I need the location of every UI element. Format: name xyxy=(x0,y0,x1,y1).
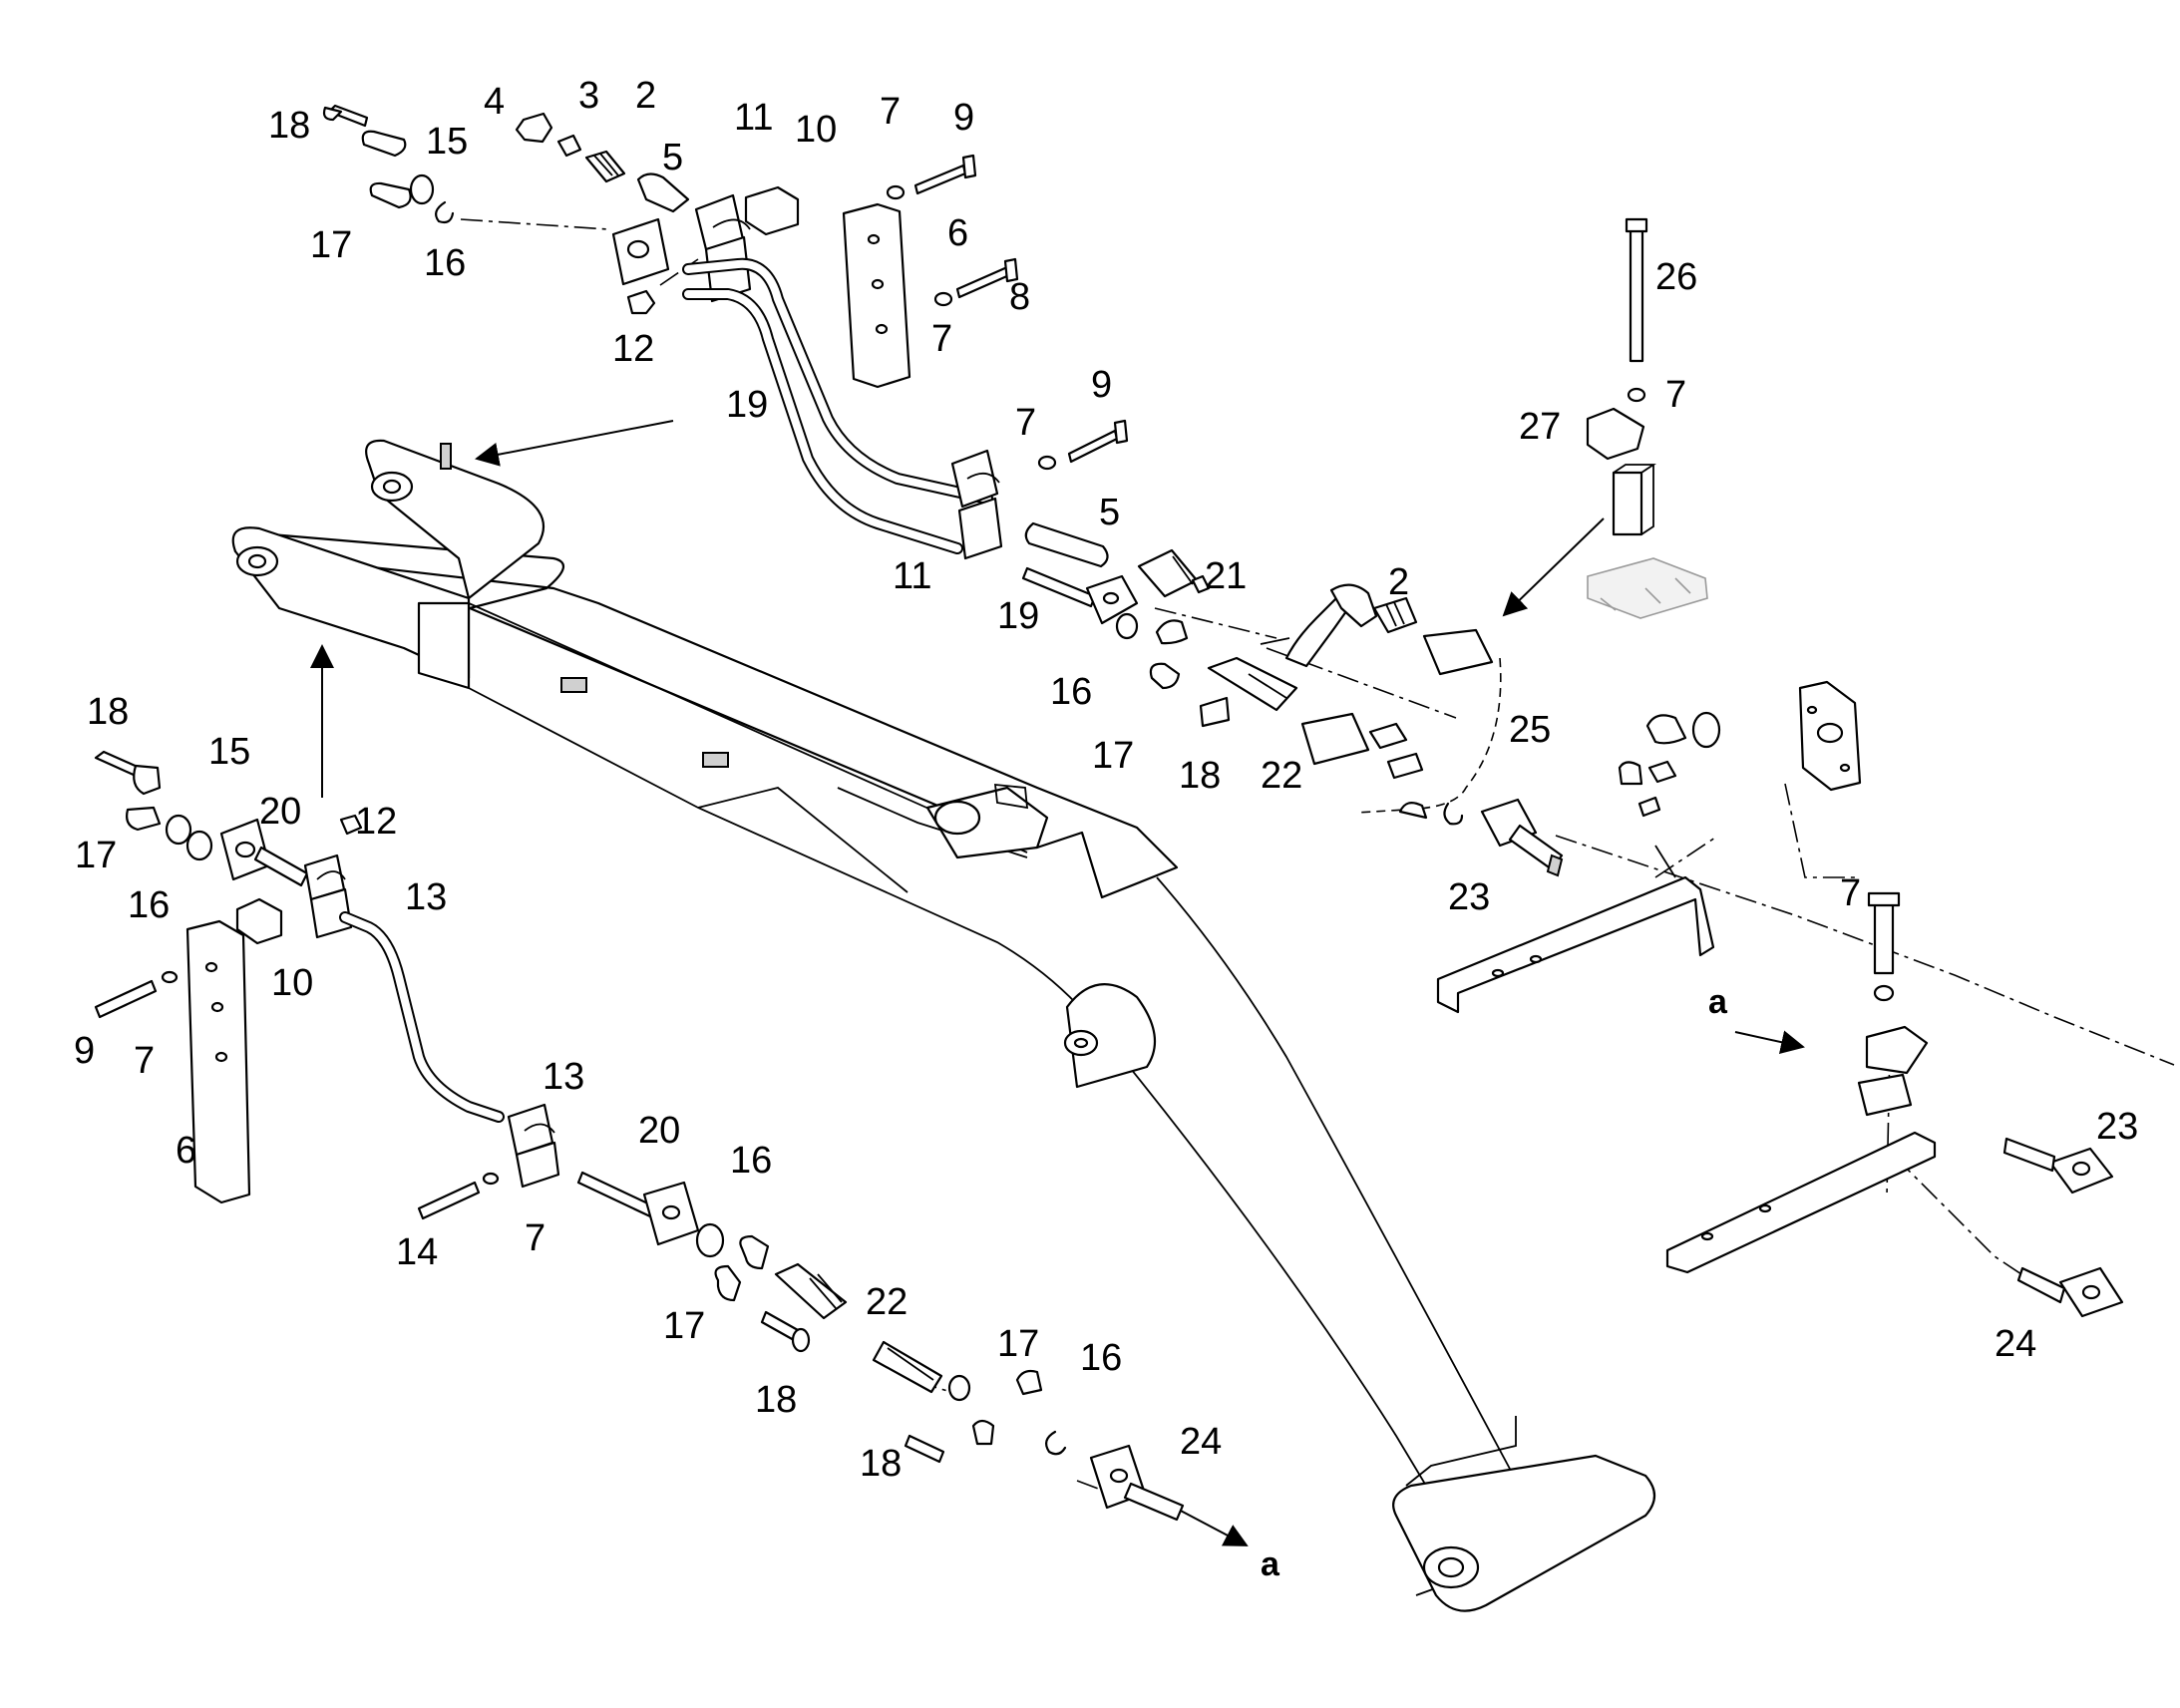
callout-a: a xyxy=(1261,1545,1280,1583)
callout-12: 12 xyxy=(612,328,654,370)
callout-a: a xyxy=(1708,983,1728,1021)
pipe-19-top xyxy=(682,257,993,554)
callout-2: 2 xyxy=(635,75,656,117)
callout-22: 22 xyxy=(1261,755,1302,797)
callout-6: 6 xyxy=(947,212,968,254)
right-side-group xyxy=(1436,217,2124,1318)
callout-26: 26 xyxy=(1655,256,1697,298)
callout-13: 13 xyxy=(543,1056,584,1098)
callout-17: 17 xyxy=(1092,735,1134,777)
callout-21: 21 xyxy=(1205,555,1247,597)
center-lines xyxy=(460,218,2175,1510)
callout-4: 4 xyxy=(484,81,505,123)
callout-7: 7 xyxy=(1015,402,1036,444)
callout-25: 25 xyxy=(1509,709,1551,751)
callout-16: 16 xyxy=(730,1140,772,1182)
callout-15: 15 xyxy=(426,121,468,163)
callout-17: 17 xyxy=(75,835,117,876)
callout-16: 16 xyxy=(1050,671,1092,713)
lower-fittings-group xyxy=(417,1103,1185,1522)
callout-12: 12 xyxy=(355,801,397,843)
callout-14: 14 xyxy=(396,1231,438,1273)
mid-right-fittings xyxy=(1149,656,1464,826)
callout-3: 3 xyxy=(578,75,599,117)
callout-11: 11 xyxy=(893,555,931,597)
top-clamp-group xyxy=(626,154,1019,389)
callout-24: 24 xyxy=(1180,1421,1222,1463)
boom-body xyxy=(231,439,1656,1612)
callout-7: 7 xyxy=(1840,872,1861,914)
callout-18: 18 xyxy=(1179,755,1221,797)
callout-labels: 18 4 3 2 11 10 7 9 15 5 17 16 6 8 12 7 2… xyxy=(74,75,2138,1583)
left-clamp-group xyxy=(94,750,505,1204)
callout-18: 18 xyxy=(87,691,129,733)
callout-2: 2 xyxy=(1388,561,1409,603)
callout-18: 18 xyxy=(860,1443,902,1485)
callout-16: 16 xyxy=(1080,1337,1122,1379)
callout-7: 7 xyxy=(525,1217,545,1259)
callout-18: 18 xyxy=(268,105,310,147)
callout-7: 7 xyxy=(1665,374,1686,416)
callout-9: 9 xyxy=(74,1030,95,1072)
callout-20: 20 xyxy=(638,1110,680,1152)
callout-16: 16 xyxy=(128,884,170,926)
callout-9: 9 xyxy=(1091,364,1112,406)
direction-arrows xyxy=(310,420,1805,1546)
callout-23: 23 xyxy=(2096,1106,2138,1148)
callout-16: 16 xyxy=(424,242,466,284)
middle-clamp-group xyxy=(950,419,1211,645)
callout-22: 22 xyxy=(866,1281,908,1323)
callout-9: 9 xyxy=(953,97,974,139)
callout-11: 11 xyxy=(734,97,773,139)
callout-24: 24 xyxy=(1995,1323,2036,1365)
callout-5: 5 xyxy=(1099,492,1120,533)
callout-18: 18 xyxy=(755,1379,797,1421)
callout-7: 7 xyxy=(931,318,952,360)
callout-23: 23 xyxy=(1448,876,1490,918)
hose-25 xyxy=(1260,583,1494,676)
callout-19: 19 xyxy=(726,384,768,426)
callout-8: 8 xyxy=(1009,276,1030,318)
callout-7: 7 xyxy=(880,91,901,133)
callout-13: 13 xyxy=(405,876,447,918)
callout-10: 10 xyxy=(795,109,837,151)
callout-15: 15 xyxy=(208,731,250,773)
callout-5: 5 xyxy=(662,137,683,178)
callout-20: 20 xyxy=(259,791,301,833)
callout-17: 17 xyxy=(997,1323,1039,1365)
callout-17: 17 xyxy=(663,1305,705,1347)
callout-17: 17 xyxy=(310,224,352,266)
callout-6: 6 xyxy=(176,1130,196,1172)
callout-27: 27 xyxy=(1519,406,1561,448)
callout-7: 7 xyxy=(134,1040,155,1082)
callout-10: 10 xyxy=(271,962,313,1004)
callout-19: 19 xyxy=(997,595,1039,637)
top-left-fitting-group xyxy=(322,104,690,286)
